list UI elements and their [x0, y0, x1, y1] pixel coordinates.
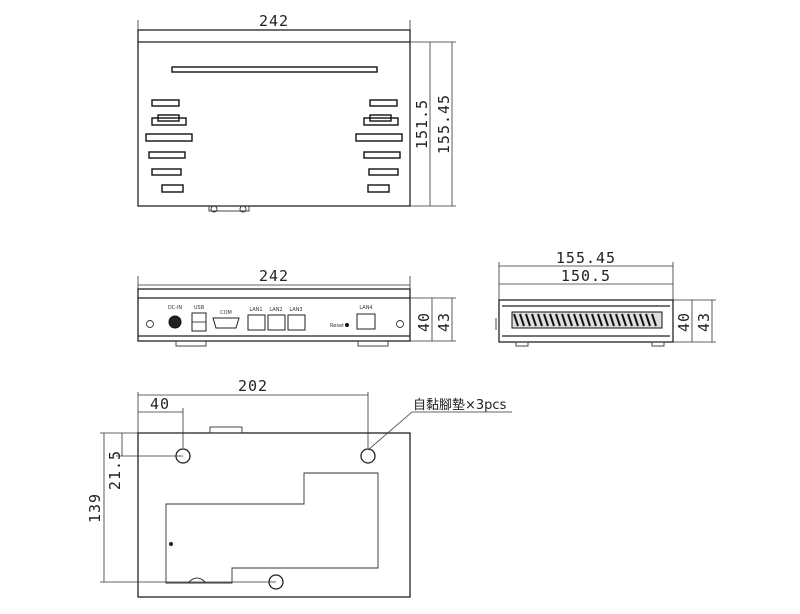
top-vent-right-1 — [369, 99, 398, 107]
front-height-dim-2: 43 — [435, 312, 453, 332]
front-width-dim: 242 — [259, 267, 289, 285]
foot-pad-note: 自黏腳墊×3pcs — [413, 397, 507, 413]
side-body-outline — [498, 299, 674, 343]
top-view: 242 151.5 155.45 — [137, 12, 456, 213]
front-body-outline — [137, 288, 411, 342]
side-height-dim-1: 40 — [675, 312, 693, 332]
front-foot-left — [175, 340, 207, 347]
top-depth-dim-1: 151.5 — [413, 99, 431, 149]
side-view: 155.45 150.5 40 43 — [495, 249, 716, 347]
bottom-arc — [187, 577, 207, 584]
port-label-lan1: LAN1 — [249, 307, 262, 313]
top-vent-right-6 — [368, 168, 399, 176]
side-depth-dim-1: 155.45 — [556, 249, 616, 267]
bottom-internal-cutout — [165, 472, 379, 584]
top-nub-circle-1 — [210, 205, 218, 213]
front-height-dim-1: 40 — [415, 312, 433, 332]
top-long-slot — [171, 66, 378, 73]
lan1-port-icon — [247, 314, 266, 331]
top-body-outline — [137, 29, 411, 207]
bottom-marker-dot — [169, 542, 173, 546]
top-vent-left-7 — [161, 184, 184, 193]
top-vent-right-3 — [363, 117, 399, 126]
com-port-icon — [212, 317, 240, 329]
top-connector-nub — [208, 205, 250, 212]
bottom-connector-nub — [209, 426, 243, 434]
side-vent-hatching — [513, 313, 657, 327]
top-vent-left-6 — [151, 168, 182, 176]
bottom-height-dim-1: 21.5 — [106, 450, 124, 490]
front-foot-right — [357, 340, 389, 347]
front-view: 242 DC-IN USB COM LAN1 LAN2 LAN3 LAN4 Re… — [137, 267, 456, 347]
lan3-port-icon — [287, 314, 306, 331]
port-label-usb: USB — [194, 305, 205, 311]
port-label-lan2: LAN2 — [269, 307, 282, 313]
bottom-offset-dim: 40 — [150, 395, 170, 413]
front-screw-right-icon — [396, 320, 404, 328]
lan2-port-icon — [267, 314, 286, 331]
top-vent-right-7 — [367, 184, 390, 193]
top-vent-left-4 — [145, 133, 193, 142]
top-vent-left-1 — [151, 99, 180, 107]
top-width-dim: 242 — [259, 12, 289, 30]
top-vent-right-4 — [355, 133, 403, 142]
bottom-width-dim: 202 — [238, 377, 268, 395]
side-foot-left — [515, 341, 529, 347]
top-vent-right-5 — [363, 151, 401, 159]
bottom-body-outline — [137, 432, 411, 598]
port-label-reset: Reset — [330, 323, 344, 329]
top-nub-circle-2 — [239, 205, 247, 213]
reset-button-icon — [345, 323, 349, 327]
top-vent-left-5 — [148, 151, 186, 159]
note-leader-line — [367, 411, 413, 451]
bottom-height-dim-2: 139 — [86, 493, 104, 523]
side-foot-right — [651, 341, 665, 347]
front-screw-left-icon — [146, 320, 154, 328]
port-label-com: COM — [220, 310, 232, 316]
side-height-dim-2: 43 — [695, 312, 713, 332]
top-depth-dim-2: 155.45 — [435, 94, 453, 154]
lan4-port-icon — [356, 313, 376, 330]
port-label-lan4: LAN4 — [359, 305, 372, 311]
top-vent-left-3 — [151, 117, 187, 126]
side-depth-dim-2: 150.5 — [561, 267, 611, 285]
bottom-view: 202 40 自黏腳墊×3pcs 21.5 139 — [86, 377, 512, 598]
foot-pad-2-icon — [360, 448, 376, 464]
port-label-dcin: DC-IN — [168, 305, 183, 311]
port-label-lan3: LAN3 — [289, 307, 302, 313]
dc-in-port-icon — [168, 315, 182, 329]
